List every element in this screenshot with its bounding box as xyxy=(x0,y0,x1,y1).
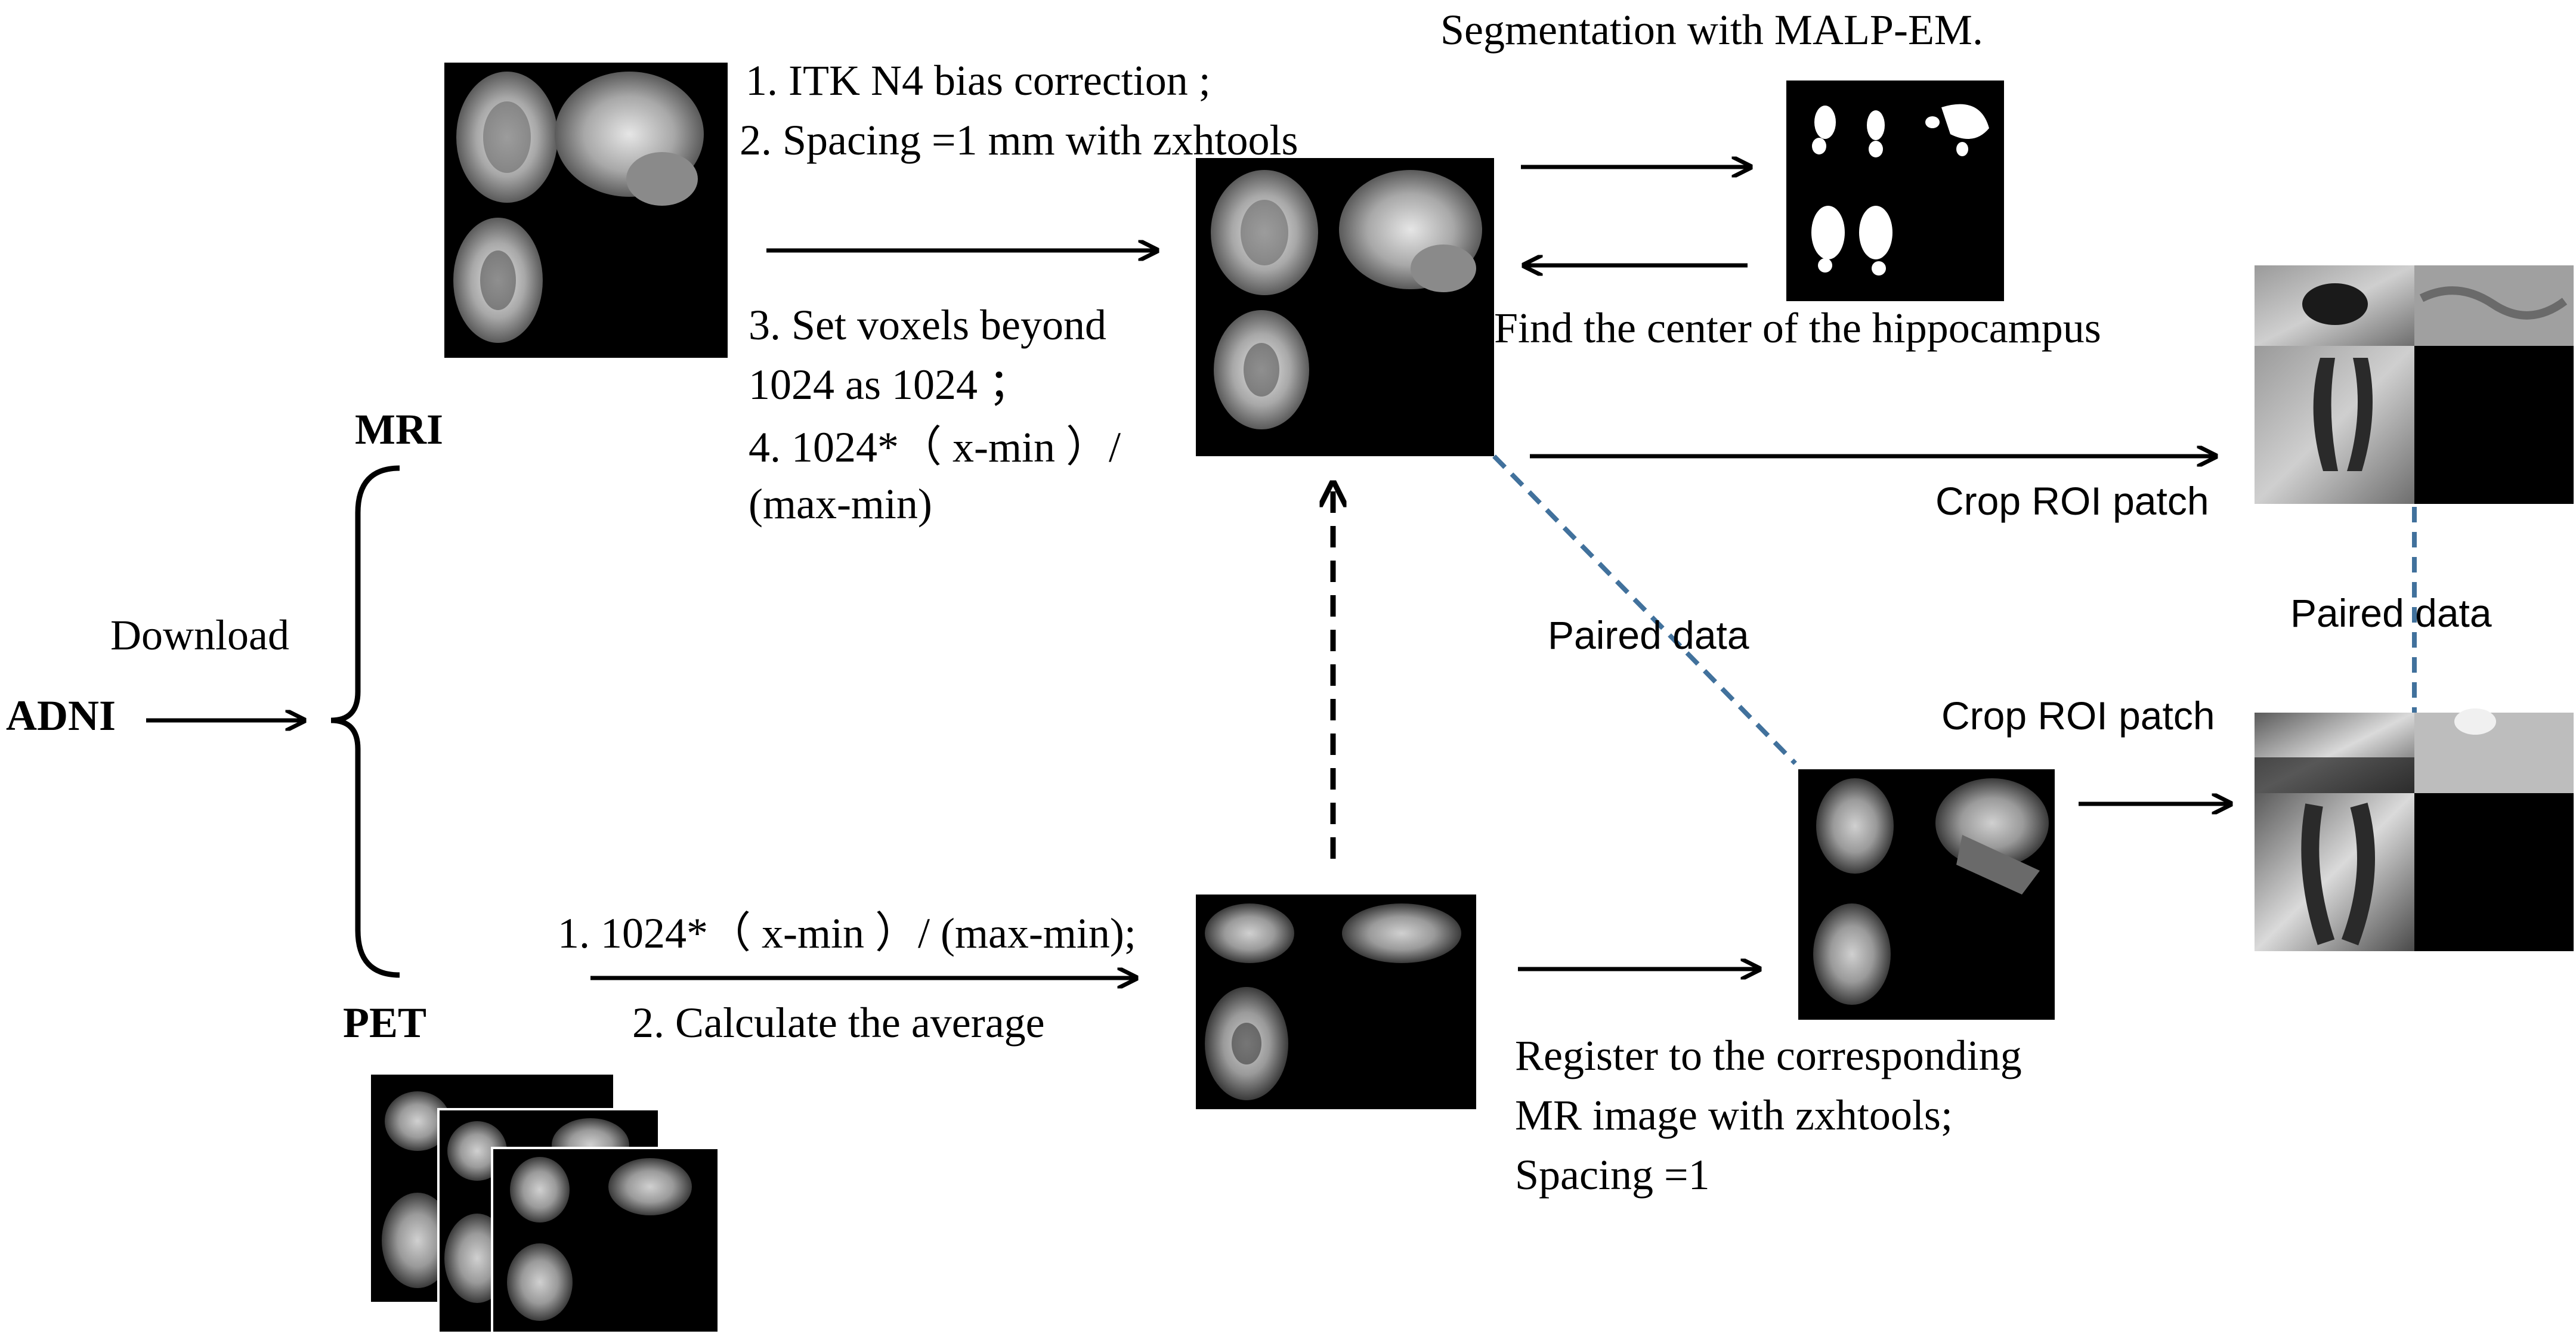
paired-data-left-label: Paired data xyxy=(1548,613,1749,657)
mri-crop-label: Crop ROI patch xyxy=(1935,479,2209,523)
registered-pet-image xyxy=(1798,769,2055,1020)
mri-step-4a: 4. 1024*（ x-min ）/ xyxy=(749,423,1121,471)
pet-stack-images xyxy=(369,1072,720,1334)
segmentation-title: Segmentation with MALP-EM. xyxy=(1440,6,1983,54)
mri-step-3a: 3. Set voxels beyond xyxy=(749,301,1106,349)
adni-label: ADNI xyxy=(6,692,116,739)
register-line-3: Spacing =1 xyxy=(1515,1151,1710,1199)
segmentation-mask-image xyxy=(1786,81,2004,301)
mri-roi-patch xyxy=(2255,265,2574,504)
processed-mri-image xyxy=(1196,158,1494,456)
paired-data-right-label: Paired data xyxy=(2290,591,2492,635)
pet-label: PET xyxy=(343,999,427,1047)
mri-step-2: 2. Spacing =1 mm with zxhtools xyxy=(740,116,1298,164)
raw-mri-image xyxy=(444,63,728,358)
mri-label: MRI xyxy=(355,406,443,453)
find-center-label: Find the center of the hippocampus xyxy=(1494,304,2101,352)
paired-line-left xyxy=(1492,454,1797,765)
mri-pet-brace xyxy=(330,465,400,978)
pet-roi-patch xyxy=(2255,708,2574,951)
mri-step-4b: (max-min) xyxy=(749,480,932,528)
download-label: Download xyxy=(110,611,289,659)
register-line-1: Register to the corresponding xyxy=(1515,1032,2022,1079)
averaged-pet-image xyxy=(1196,895,1476,1109)
pet-step-2: 2. Calculate the average xyxy=(632,999,1045,1047)
pet-step-1: 1. 1024*（ x-min ）/ (max-min); xyxy=(558,909,1136,957)
mri-step-3b: 1024 as 1024 ； xyxy=(749,361,1031,408)
pet-crop-label: Crop ROI patch xyxy=(1941,694,2215,738)
register-line-2: MR image with zxhtools; xyxy=(1515,1091,1953,1139)
mri-step-1: 1. ITK N4 bias correction ; xyxy=(746,57,1211,104)
